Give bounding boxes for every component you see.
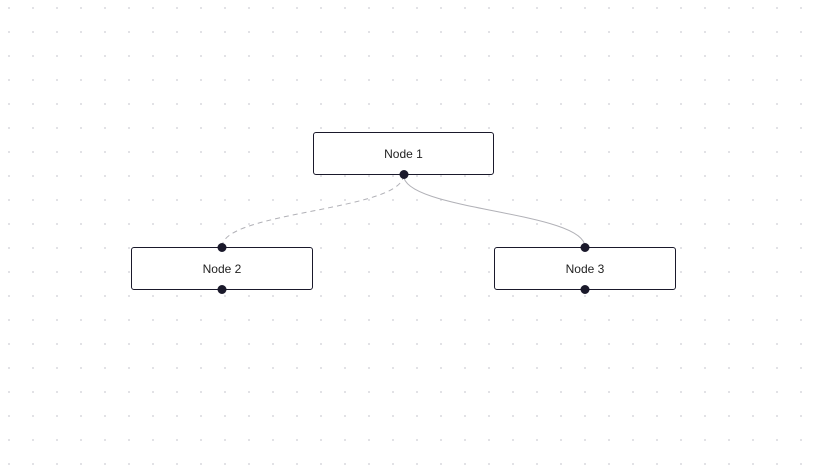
node-1-source-handle[interactable] [399,170,408,179]
node-3-source-handle[interactable] [580,285,590,294]
node-3-target-handle[interactable] [580,243,590,252]
node-2[interactable]: Node 2 [131,243,313,294]
node-3[interactable]: Node 3 [494,243,676,294]
node-2-label: Node 2 [202,261,242,276]
node-2-target-handle[interactable] [217,243,227,252]
node-1[interactable]: Node 1 [313,132,494,179]
node-2-source-handle[interactable] [217,285,227,294]
node-3-label: Node 3 [565,261,605,276]
node-1-label: Node 1 [384,146,423,161]
